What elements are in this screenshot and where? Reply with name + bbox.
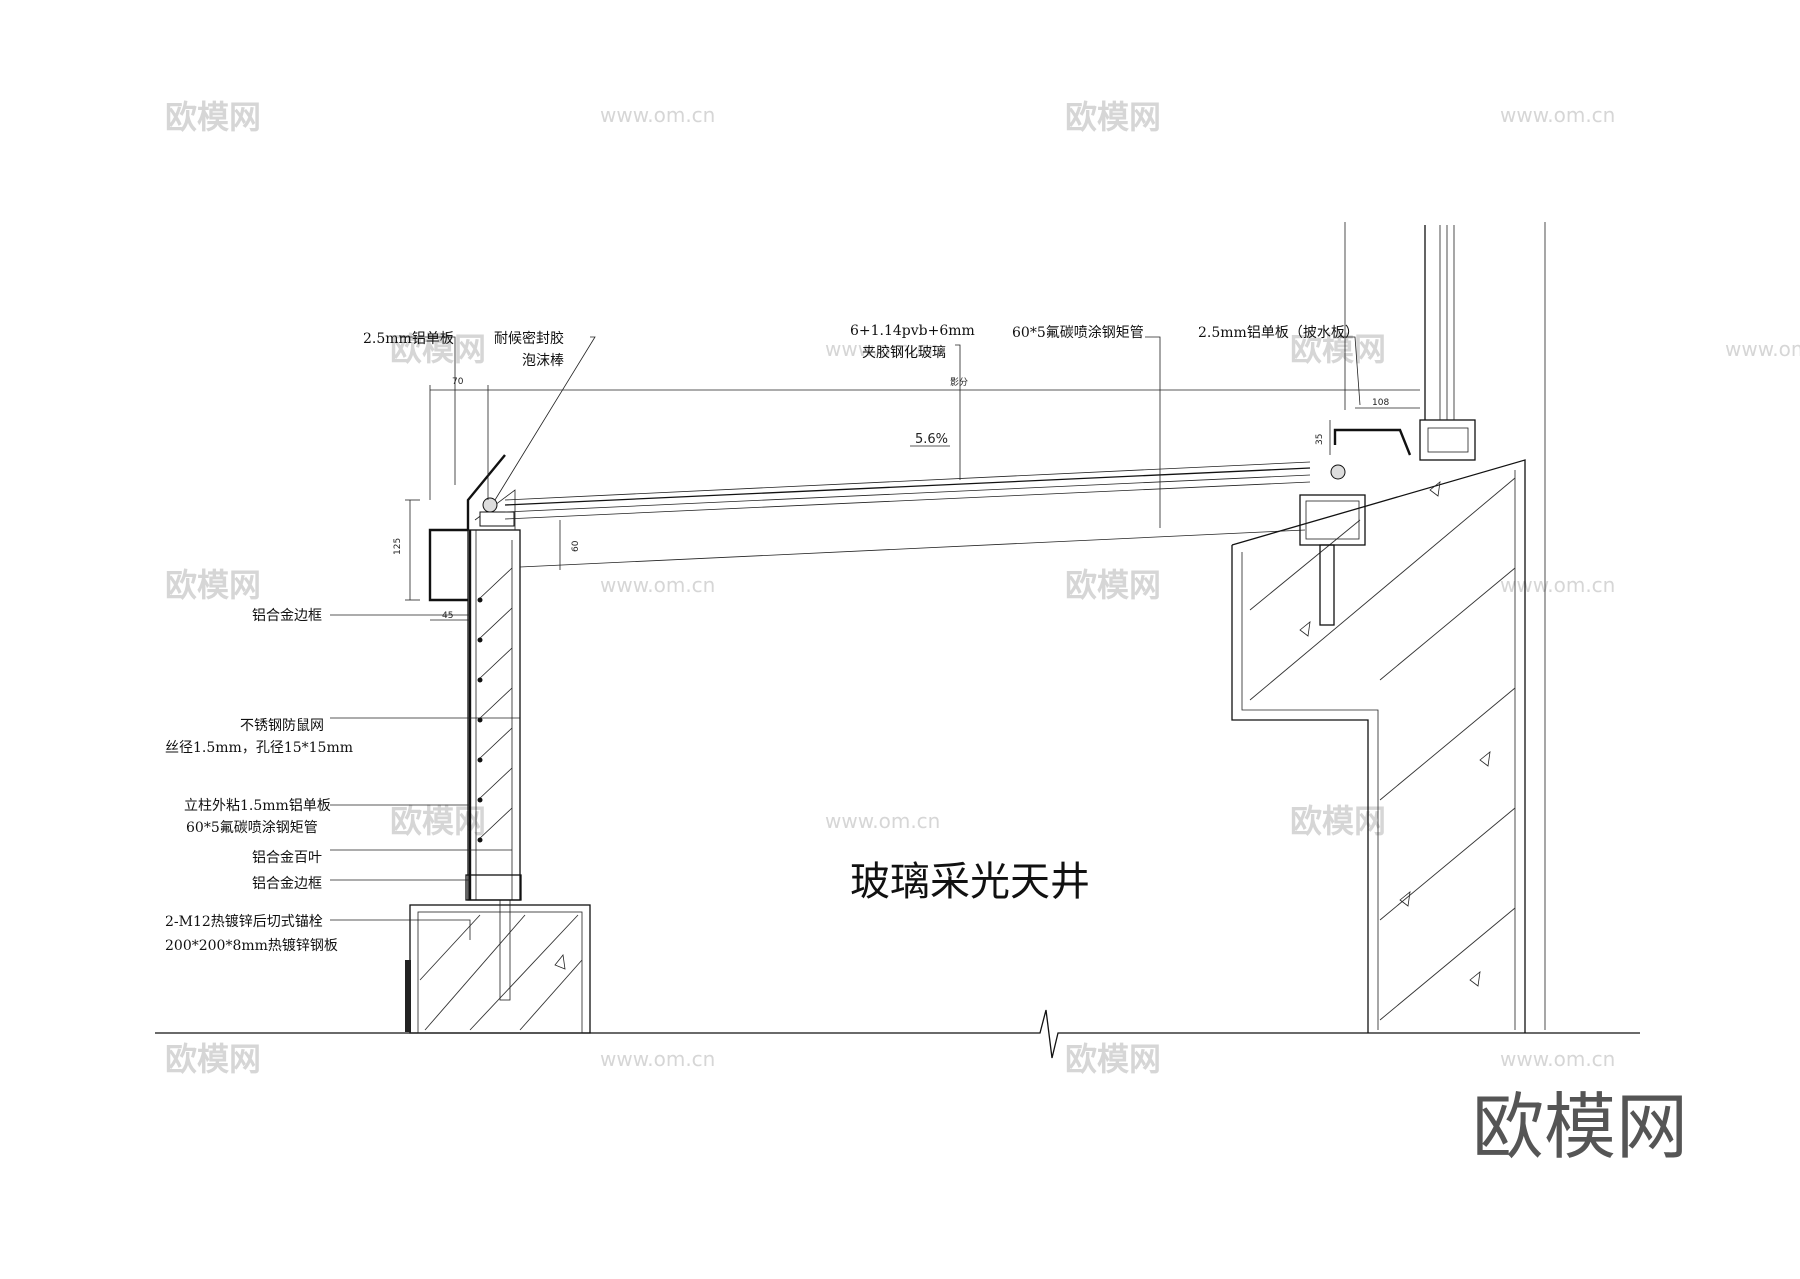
watermark-url: www.om.cn xyxy=(600,103,715,127)
right-support xyxy=(1231,222,1546,1033)
label-anchor: 2-M12热镀锌后切式锚栓 xyxy=(165,913,323,930)
label-top-right-panel: 2.5mm铝单板（披水板） xyxy=(1198,325,1359,341)
brand-logo: 欧模网 xyxy=(1472,1085,1688,1169)
label-column: 立柱外粘1.5mm铝单板 xyxy=(184,798,331,814)
watermark-url: www.om.cn xyxy=(1725,337,1800,361)
label-glass-type: 夹胶钢化玻璃 xyxy=(862,344,946,361)
watermark-url: www.om.cn xyxy=(600,1047,715,1071)
slope-value: 5.6% xyxy=(915,432,948,447)
dim-span: 影分 xyxy=(950,377,968,388)
label-edge-frame-2: 铝合金边框 xyxy=(252,876,322,892)
watermark-text: 欧模网 xyxy=(165,566,261,604)
dim-125: 125 xyxy=(393,538,403,555)
watermark-text: 欧模网 xyxy=(1290,330,1386,368)
label-foam-rod: 泡沫棒 xyxy=(522,353,564,369)
watermark-text: 欧模网 xyxy=(1290,802,1386,840)
label-anchor-plate: 200*200*8mm热镀锌钢板 xyxy=(165,937,338,954)
watermark-text: 欧模网 xyxy=(390,802,486,840)
ground-line xyxy=(155,1009,1640,1059)
watermark-url: www.om.cn xyxy=(1500,103,1615,127)
label-mesh: 不锈钢防鼠网 xyxy=(240,718,324,734)
watermark-url: www.om.cn xyxy=(825,809,940,833)
dim-70: 70 xyxy=(452,377,464,387)
annotation-labels: 2.5mm铝单板 耐候密封胶 泡沫棒 6+1.14pvb+6mm 夹胶钢化玻璃 … xyxy=(165,323,1359,954)
left-footing xyxy=(405,899,591,1034)
watermark-url: www.om.cn xyxy=(600,573,715,597)
watermark-text: 欧模网 xyxy=(1065,1040,1161,1078)
leader-lines xyxy=(330,336,1361,940)
label-top-left-panel: 2.5mm铝单板 xyxy=(363,331,454,347)
label-steel-tube: 60*5氟碳喷涂钢矩管 xyxy=(1012,325,1144,341)
watermark-text: 欧模网 xyxy=(1065,566,1161,604)
left-louver-wall xyxy=(428,454,522,901)
glass-pane xyxy=(504,461,1311,568)
watermark-text: 欧模网 xyxy=(1065,98,1161,136)
drawing-title: 玻璃采光天井 xyxy=(850,859,1090,905)
watermark-url: www.om.cn xyxy=(1500,573,1615,597)
dim-45: 45 xyxy=(442,611,453,621)
label-sealant: 耐候密封胶 xyxy=(494,330,564,347)
watermark-text: 欧模网 xyxy=(165,1040,261,1078)
label-glass-spec: 6+1.14pvb+6mm xyxy=(850,323,975,339)
watermark-url: www.om.cn xyxy=(825,337,940,361)
label-column-tube: 60*5氟碳喷涂钢矩管 xyxy=(186,820,318,836)
label-edge-frame-1: 铝合金边框 xyxy=(252,608,322,624)
dim-108: 108 xyxy=(1372,398,1389,408)
label-mesh-spec: 丝径1.5mm，孔径15*15mm xyxy=(165,740,353,756)
watermark-url: www.om.cn xyxy=(1500,1047,1615,1071)
watermark-text: 欧模网 xyxy=(390,330,486,368)
dim-35: 35 xyxy=(1315,434,1325,445)
watermark-text: 欧模网 xyxy=(165,98,261,136)
dim-60: 60 xyxy=(571,540,581,552)
dimension-lines xyxy=(405,385,1420,621)
label-louver: 铝合金百叶 xyxy=(252,850,322,866)
